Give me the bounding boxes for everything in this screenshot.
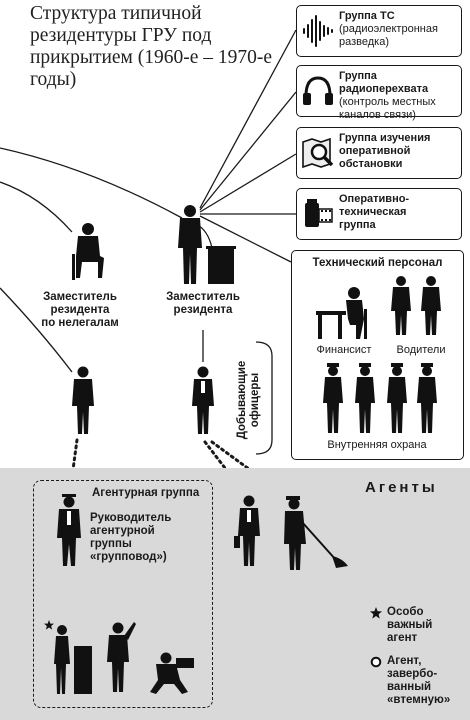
line-to-group-study [199, 153, 297, 213]
guard-figure [323, 363, 343, 433]
group-intercept-name: Группа радиоперехвата [339, 70, 429, 95]
financier-label: Финансист [316, 344, 372, 356]
group-optech-name: Оперативно- техническая группа [339, 193, 410, 231]
recruiting-officer-figure [192, 366, 214, 434]
group-study-box: Группа изучения оперативной обстановки [296, 127, 462, 179]
line-to-group-intercept [199, 91, 297, 211]
line-to-tech-staff [199, 215, 292, 263]
technical-staff-box: Технический персонал Финансист Водители … [291, 250, 464, 460]
agent-figure [107, 622, 136, 692]
line-left-upper [0, 147, 183, 219]
line-left-lower [0, 181, 73, 233]
group-intercept-desc: (контроль местных каналов связи) [339, 96, 436, 121]
group-intercept-box: Группа радиоперехвата(контроль местных к… [296, 65, 462, 121]
guard-figure [387, 363, 407, 433]
officers-bracket [255, 341, 273, 455]
group-ts-desc: (радиоэлектронная разведка) [339, 23, 438, 48]
agent-photographer-figure [150, 652, 194, 694]
group-leader-figure [57, 494, 81, 566]
group-ts-box: Группа ТС(радиоэлектронная разведка) [296, 5, 462, 57]
recruiting-officers-label-wrap: Добывающие офицеры [236, 360, 261, 440]
agent-figure [234, 495, 260, 566]
circle-legend-icon [370, 656, 382, 668]
driver-figure [391, 276, 411, 335]
film-canister-icon [305, 199, 333, 227]
star-legend-text: Особо важный агент [387, 606, 433, 644]
deputy-resident-figure [178, 205, 236, 284]
agent-group-title: Агентурная группа [92, 487, 200, 499]
agent-star-figure [54, 625, 92, 694]
agent-group-box [33, 480, 213, 708]
agent-sweeper-figure [284, 496, 348, 570]
star-marker-icon [44, 620, 54, 630]
sound-wave-icon [303, 15, 333, 47]
technical-staff-title: Технический персонал [312, 257, 443, 269]
driver-figure [421, 276, 441, 335]
guard-figure [417, 363, 437, 433]
guards-label: Внутренняя охрана [327, 439, 427, 451]
line-illegals-down [0, 287, 73, 373]
drivers-label: Водители [396, 344, 446, 356]
group-leader-label: Руководитель агентурной группы «группово… [90, 512, 172, 563]
group-optech-box: Оперативно- техническая группа [296, 188, 462, 240]
star-legend-icon [370, 607, 382, 619]
deputy-resident-label: Заместитель резидента [166, 291, 240, 316]
financier-figure [316, 287, 367, 339]
circle-legend-text: Агент, завербо- ванный «втемную» [387, 655, 451, 706]
diagram-title: Структура типичной резидентуры ГРУ под п… [30, 3, 273, 90]
line-to-group-ts [199, 29, 297, 209]
guard-figure [355, 363, 375, 433]
deputy-illegals-figure [72, 223, 104, 280]
map-magnifier-icon [302, 137, 334, 169]
group-study-name: Группа изучения оперативной обстановки [339, 132, 431, 170]
headphones-icon [303, 76, 333, 105]
deputy-illegals-label: Заместитель резидента по нелегалам [41, 291, 119, 329]
recruiting-officers-label: Добывающие офицеры [236, 360, 261, 440]
agents-title: Агенты [365, 479, 438, 496]
illegals-officer-figure [72, 366, 94, 434]
group-ts-name: Группа ТС [339, 10, 395, 22]
